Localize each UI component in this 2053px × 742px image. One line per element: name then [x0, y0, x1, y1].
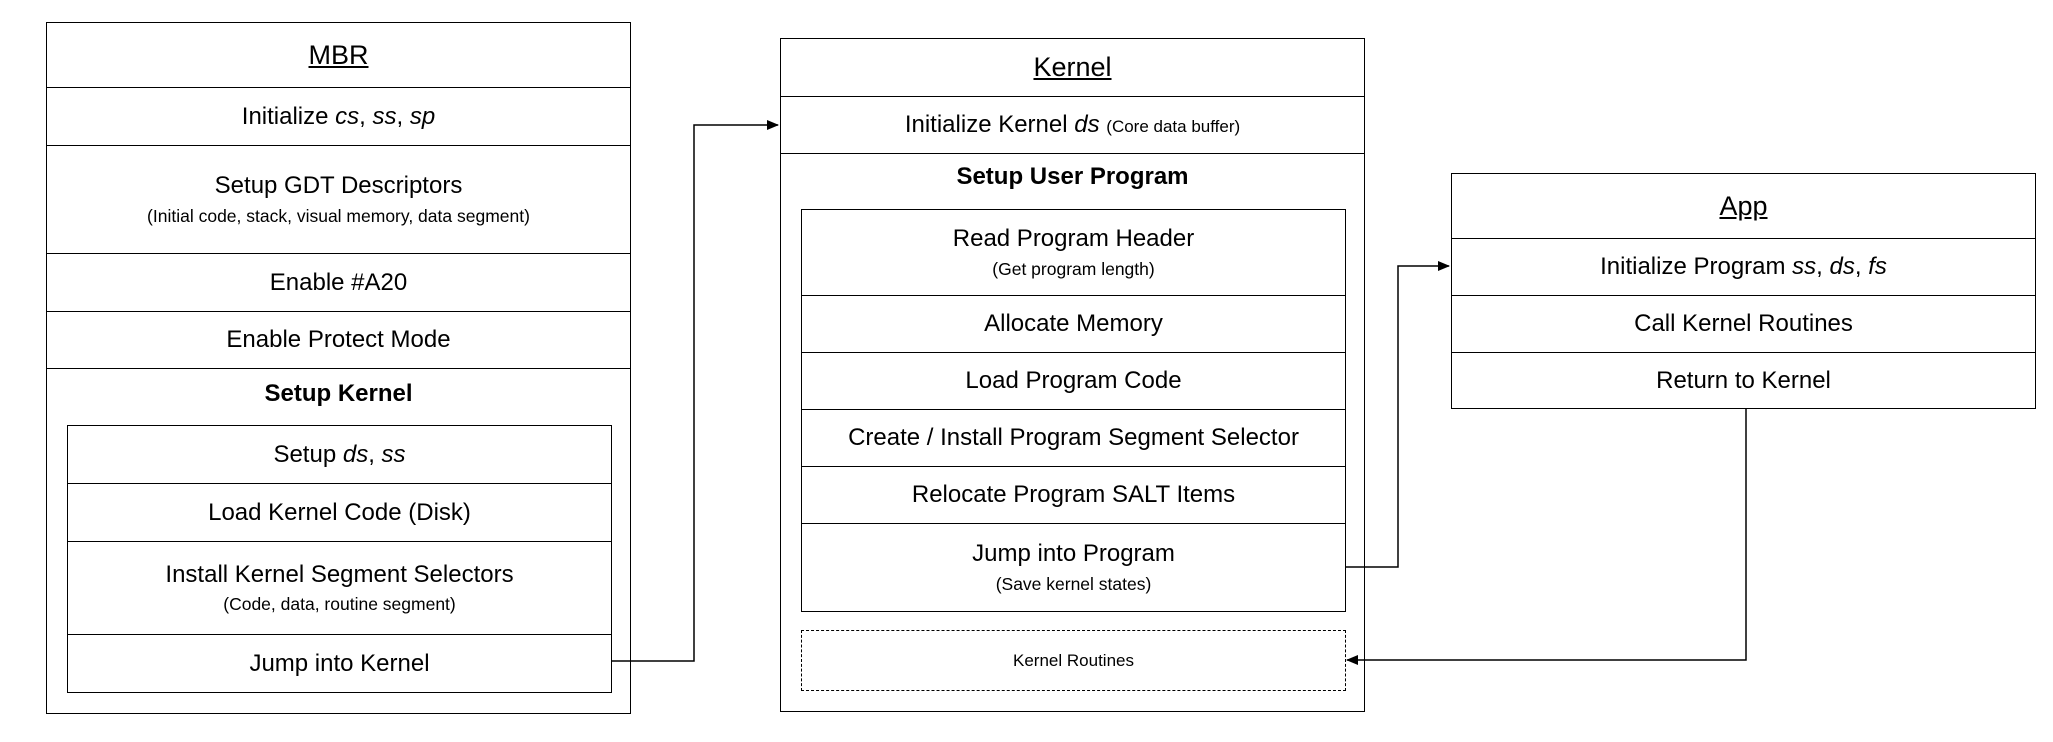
mbr-init-row: Initialize cs, ss, sp — [47, 87, 630, 145]
mbr-protect-row: Enable Protect Mode — [47, 311, 630, 368]
app-title: App — [1719, 190, 1768, 221]
kernel-load-code-label: Load Program Code — [965, 367, 1182, 395]
mbr-install-selectors-row: Install Kernel Segment Selectors (Code, … — [68, 541, 611, 634]
app-title-row: App — [1452, 174, 2035, 238]
kernel-alloc-row: Allocate Memory — [802, 295, 1345, 352]
app-call-row: Call Kernel Routines — [1452, 295, 2035, 352]
mbr-setup-kernel-steps: Setup ds, ss Load Kernel Code (Disk) Ins… — [67, 425, 612, 693]
mbr-jump-kernel-row: Jump into Kernel — [68, 634, 611, 692]
kernel-title: Kernel — [1033, 52, 1112, 82]
mbr-title-row: MBR — [47, 23, 630, 87]
kernel-jump-title: Jump into Program — [972, 540, 1175, 568]
mbr-setup-ds-ss-row: Setup ds, ss — [68, 426, 611, 483]
arrow-mbr-to-kernel — [611, 120, 779, 662]
kernel-init-label: Initialize Kernel ds (Core data buffer) — [905, 111, 1240, 139]
mbr-init-label: Initialize cs, ss, sp — [241, 102, 436, 130]
kernel-init-note: (Core data buffer) — [1106, 117, 1241, 137]
mbr-a20-label: Enable #A20 — [269, 268, 408, 296]
mbr-title: MBR — [308, 39, 369, 70]
mbr-setup-prefix: Setup — [273, 440, 343, 468]
mbr-setup-var-ds: ds — [342, 440, 369, 468]
kernel-relocate-label: Relocate Program SALT Items — [911, 481, 1236, 509]
app-init-label: Initialize Program ss, ds, fs — [1600, 253, 1887, 281]
kernel-create-selector-row: Create / Install Program Segment Selecto… — [802, 409, 1345, 466]
mbr-load-kernel-label: Load Kernel Code (Disk) — [208, 498, 471, 526]
app-init-var-ss: ss — [1792, 253, 1817, 281]
kernel-routines-box: Kernel Routines — [801, 630, 1346, 691]
app-box: App Initialize Program ss, ds, fs Call K… — [1451, 173, 2036, 409]
mbr-install-title: Install Kernel Segment Selectors — [165, 560, 514, 588]
kernel-create-selector-label: Create / Install Program Segment Selecto… — [848, 424, 1299, 452]
mbr-protect-label: Enable Protect Mode — [226, 326, 451, 354]
mbr-a20-row: Enable #A20 — [47, 253, 630, 311]
kernel-read-header-row: Read Program Header (Get program length) — [802, 210, 1345, 295]
arrow-kernel-to-app — [1345, 261, 1450, 568]
mbr-install-sub: (Code, data, routine segment) — [223, 594, 456, 615]
mbr-init-prefix: Initialize — [241, 102, 336, 130]
kernel-setup-user-steps: Read Program Header (Get program length)… — [801, 209, 1346, 612]
mbr-init-var-ss: ss — [372, 102, 397, 130]
mbr-init-var-cs: cs — [335, 102, 360, 130]
kernel-read-header-sub: (Get program length) — [992, 258, 1155, 279]
kernel-relocate-row: Relocate Program SALT Items — [802, 466, 1345, 523]
app-init-var-ds: ds — [1829, 253, 1855, 281]
kernel-setup-user-heading: Setup User Program — [956, 163, 1189, 190]
app-call-label: Call Kernel Routines — [1634, 310, 1853, 338]
app-init-prefix: Initialize Program — [1600, 253, 1793, 281]
kernel-read-header-title: Read Program Header — [952, 225, 1195, 253]
mbr-setup-ds-ss-label: Setup ds, ss — [273, 440, 406, 468]
kernel-routines-label: Kernel Routines — [1013, 650, 1134, 670]
mbr-jump-label: Jump into Kernel — [249, 649, 430, 677]
mbr-setup-var-ss: ss — [381, 440, 406, 468]
app-init-var-fs: fs — [1868, 253, 1887, 281]
mbr-gdt-sub: (Initial code, stack, visual memory, dat… — [147, 205, 530, 226]
mbr-box: MBR Initialize cs, ss, sp Setup GDT Desc… — [46, 22, 631, 714]
mbr-setup-kernel-section: Setup Kernel — [47, 368, 630, 713]
mbr-setup-kernel-heading: Setup Kernel — [264, 380, 413, 407]
kernel-load-code-row: Load Program Code — [802, 352, 1345, 409]
kernel-title-row: Kernel — [781, 39, 1364, 96]
mbr-gdt-title: Setup GDT Descriptors — [214, 172, 463, 200]
mbr-gdt-row: Setup GDT Descriptors (Initial code, sta… — [47, 145, 630, 253]
arrow-app-to-kernel-routines — [1346, 409, 1747, 665]
mbr-init-var-sp: sp — [409, 102, 436, 130]
app-return-label: Return to Kernel — [1656, 366, 1831, 394]
kernel-init-var-ds: ds — [1074, 111, 1100, 139]
kernel-jump-sub: (Save kernel states) — [995, 573, 1152, 594]
kernel-alloc-label: Allocate Memory — [984, 310, 1163, 338]
mbr-load-kernel-row: Load Kernel Code (Disk) — [68, 483, 611, 541]
kernel-box: Kernel Initialize Kernel ds (Core data b… — [780, 38, 1365, 712]
kernel-jump-program-row: Jump into Program (Save kernel states) — [802, 523, 1345, 611]
app-init-row: Initialize Program ss, ds, fs — [1452, 238, 2035, 295]
kernel-init-prefix: Initialize Kernel — [904, 111, 1075, 139]
kernel-setup-user-section: Setup User Program — [781, 153, 1364, 711]
kernel-init-row: Initialize Kernel ds (Core data buffer) — [781, 96, 1364, 153]
app-return-row: Return to Kernel — [1452, 352, 2035, 408]
